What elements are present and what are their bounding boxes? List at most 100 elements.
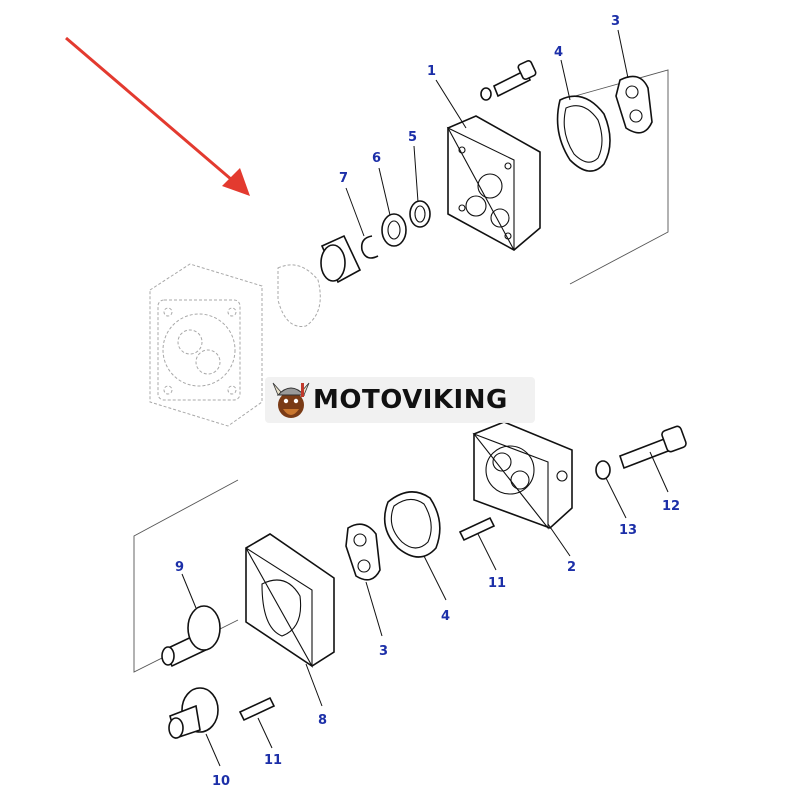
seal-plate-lower-hole-1	[353, 533, 367, 547]
watermark-text: MOTOVIKING	[313, 385, 508, 415]
callout-part-10: 10	[212, 774, 230, 789]
housing-side-port	[556, 470, 568, 482]
callout-labels: 1 3 4 5 6 7 12 13 2 11 4 3 9 8 11 10	[175, 14, 680, 789]
driven-gear-end	[168, 717, 184, 739]
part-snap-ring	[360, 235, 379, 259]
callout-part-4-lower: 4	[441, 609, 450, 624]
ghost-bolt-hole-2	[227, 307, 237, 317]
callout-part-4-upper: 4	[554, 45, 563, 60]
ghost-body-face	[157, 299, 241, 401]
part-drive-gear	[161, 605, 221, 668]
callout-part-13: 13	[619, 523, 637, 538]
ghost-port-b	[195, 349, 221, 375]
leader-1	[435, 79, 467, 129]
callout-part-12: 12	[662, 499, 680, 514]
callout-part-11-lower: 11	[264, 753, 282, 768]
leader-6	[378, 167, 391, 216]
part-seal-plate-lower	[345, 523, 381, 581]
pointer-arrow	[65, 36, 250, 196]
part-small-bolt	[480, 59, 537, 101]
small-washer	[480, 87, 492, 101]
seal-plate-upper-hole-1	[625, 85, 639, 99]
ghost-bolt-hole-4	[227, 385, 237, 395]
part-oring-inner	[414, 205, 426, 223]
cover-plate-hole-2	[504, 162, 512, 170]
ghost-port-a	[177, 329, 203, 355]
part-gasket-lower	[383, 491, 441, 558]
part-bolt-large	[618, 425, 687, 470]
housing-port-1	[492, 452, 512, 472]
drive-gear-end	[161, 646, 175, 666]
callout-part-9: 9	[175, 560, 184, 575]
gear-plate-body	[245, 533, 335, 667]
sleeve-end	[320, 244, 346, 282]
ghost-body-outline	[149, 263, 263, 427]
cover-plate-port-2	[465, 195, 487, 217]
leader-11b	[257, 717, 273, 749]
gasket-lower-inner	[390, 498, 432, 549]
seal-plate-upper-hole-2	[629, 109, 643, 123]
leader-4b	[423, 555, 447, 601]
gasket-upper-inner	[563, 105, 603, 163]
gear-plate-cavity	[261, 579, 302, 637]
callout-part-6: 6	[372, 151, 381, 166]
cover-plate-edge	[446, 126, 515, 251]
bearing-inner	[387, 220, 401, 240]
leader-10	[205, 733, 221, 767]
callout-part-8: 8	[318, 713, 327, 728]
part-dowel-pin-upper	[458, 516, 496, 542]
viking-mascot-icon	[272, 382, 310, 418]
ghost-gasket	[277, 264, 321, 327]
arrow-shaft	[65, 36, 233, 182]
cover-plate-port-1	[477, 173, 503, 199]
leader-4a	[560, 59, 571, 101]
gear-plate-edge	[245, 547, 313, 669]
leader-9	[181, 573, 197, 609]
callout-part-3-lower: 3	[379, 644, 388, 659]
ghost-flange	[162, 313, 236, 387]
part-gear-plate	[245, 533, 335, 669]
callout-part-11-upper: 11	[488, 576, 506, 591]
leader-3a	[617, 29, 629, 79]
watermark-banner: MOTOVIKING	[265, 377, 535, 423]
callout-part-7: 7	[339, 171, 348, 186]
callout-part-2: 2	[567, 560, 576, 575]
ghost-bolt-hole-3	[163, 385, 173, 395]
leader-5	[413, 145, 419, 203]
leader-13	[605, 477, 627, 519]
ghost-bolt-hole-1	[163, 307, 173, 317]
ghost-pump-body	[149, 263, 321, 427]
bearing-outer	[381, 213, 407, 247]
part-housing	[472, 421, 573, 530]
part-washer	[595, 460, 611, 480]
part-seal-plate-upper	[615, 75, 653, 134]
bolt-large-head	[661, 425, 687, 453]
arrow-head	[222, 168, 250, 196]
part-driven-gear	[168, 687, 219, 740]
housing-port-2	[510, 470, 530, 490]
leader-8	[305, 663, 323, 707]
leader-12	[649, 451, 669, 493]
cover-plate-hole-1	[458, 146, 466, 154]
part-cover-plate	[446, 115, 541, 251]
housing-flange	[485, 445, 535, 495]
callout-part-3-upper: 3	[611, 14, 620, 29]
part-bearing	[381, 213, 407, 247]
cover-plate-hole-4	[504, 232, 512, 240]
frame-upper	[567, 69, 669, 285]
part-oring	[409, 200, 431, 228]
leader-2	[547, 523, 571, 557]
cover-plate-hole-3	[458, 204, 466, 212]
small-bolt-head	[517, 59, 537, 81]
part-dowel-pin-lower	[238, 696, 276, 722]
part-needle-sleeve	[320, 234, 362, 284]
small-bolt-shank	[492, 68, 532, 98]
gasket-upper-outer	[556, 95, 611, 172]
leader-3b	[365, 581, 383, 637]
leader-7	[345, 187, 365, 237]
leader-11a	[477, 533, 497, 571]
cover-plate-port-3	[490, 208, 510, 228]
part-gasket-upper	[556, 95, 611, 172]
